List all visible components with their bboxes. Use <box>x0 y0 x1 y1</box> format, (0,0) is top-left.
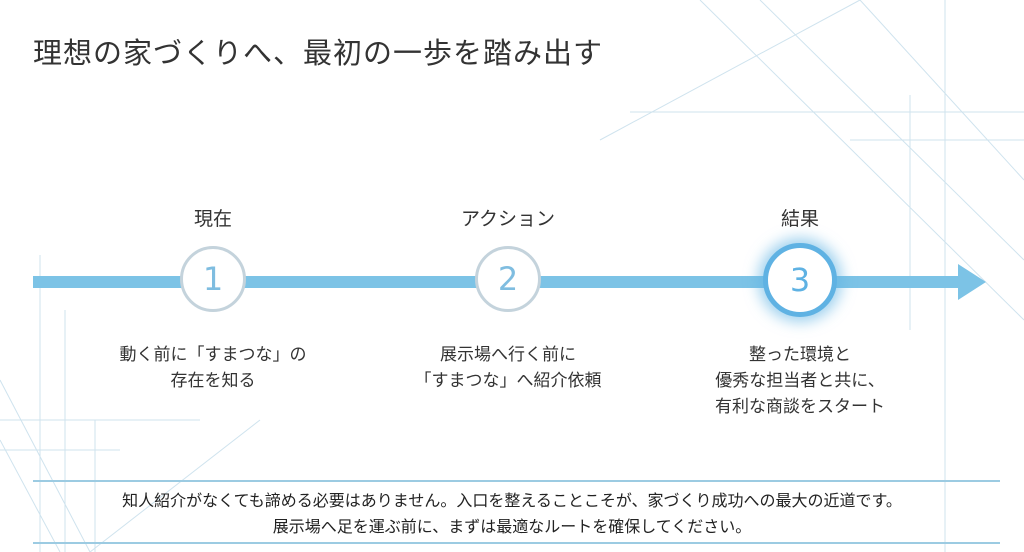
page-title: 理想の家づくりへ、最初の一歩を踏み出す <box>33 36 604 70</box>
desc-line: 整った環境と <box>749 345 851 365</box>
desc-line: 優秀な担当者と共に、 <box>715 371 885 391</box>
step-1-description: 動く前に「すまつな」の 存在を知る <box>83 342 343 394</box>
divider-top <box>33 480 1000 482</box>
step-3-description: 整った環境と 優秀な担当者と共に、 有利な商談をスタート <box>670 342 930 420</box>
step-2-circle: 2 <box>475 246 541 312</box>
step-2-label: アクション <box>460 208 556 230</box>
desc-line: 「すまつな」へ紹介依頼 <box>414 371 602 391</box>
desc-line: 動く前に「すまつな」の <box>119 345 307 365</box>
desc-line: 展示場へ行く前に <box>440 345 576 365</box>
footer-line: 展示場へ足を運ぶ前に、まずは最適なルートを確保してください。 <box>272 517 752 536</box>
step-1-number: 1 <box>202 260 224 298</box>
step-1-label: 現在 <box>193 208 232 230</box>
step-3-label: 結果 <box>780 208 819 230</box>
arrow-head <box>958 264 986 300</box>
step-1-circle: 1 <box>180 246 246 312</box>
footer-message: 知人紹介がなくても諦める必要はありません。入口を整えることこそが、家づくり成功へ… <box>0 488 1024 540</box>
desc-line: 存在を知る <box>170 371 256 391</box>
step-3-circle-active: 3 <box>763 243 837 317</box>
desc-line: 有利な商談をスタート <box>715 397 885 417</box>
footer-line: 知人紹介がなくても諦める必要はありません。入口を整えることこそが、家づくり成功へ… <box>122 491 902 510</box>
step-3-number: 3 <box>789 261 811 299</box>
divider-bottom <box>33 542 1000 544</box>
step-2-description: 展示場へ行く前に 「すまつな」へ紹介依頼 <box>378 342 638 394</box>
step-2-number: 2 <box>497 260 519 298</box>
